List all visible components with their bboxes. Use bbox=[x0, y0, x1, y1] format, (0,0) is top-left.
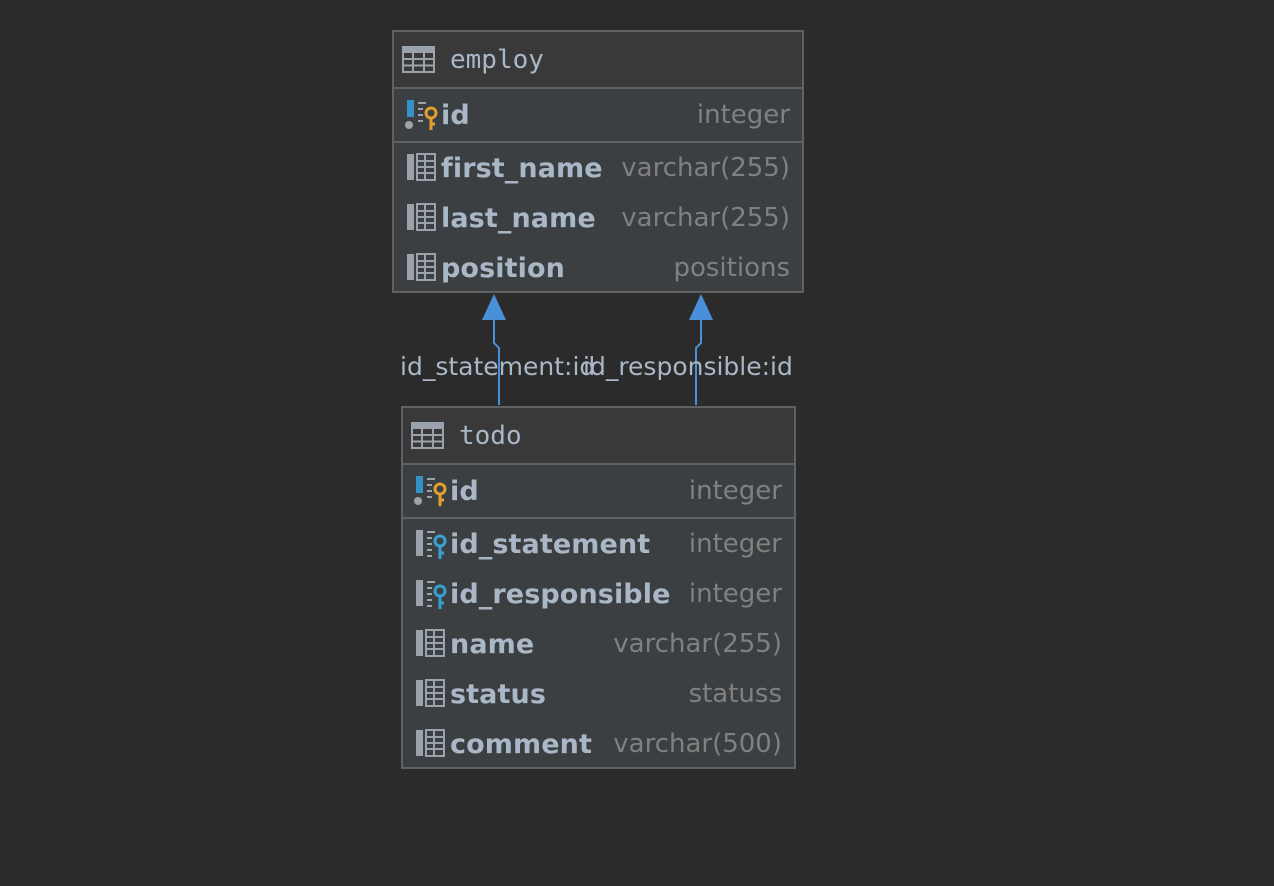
column-name: status bbox=[450, 678, 546, 710]
table-name: todo bbox=[459, 420, 522, 451]
column-icon bbox=[416, 729, 445, 757]
arrowhead-statement bbox=[482, 294, 506, 320]
column-type: statuss bbox=[688, 679, 782, 709]
primary-key-icon bbox=[405, 100, 438, 130]
column-type: varchar(500) bbox=[613, 729, 782, 759]
column-name: id bbox=[441, 99, 470, 131]
table-header[interactable]: employ bbox=[394, 32, 802, 89]
table-todo[interactable]: todo id integer bbox=[401, 406, 796, 769]
primary-key-section: id integer bbox=[403, 465, 794, 519]
column-icon bbox=[407, 153, 436, 181]
column-name: position bbox=[441, 252, 565, 284]
table-header[interactable]: todo bbox=[403, 408, 794, 465]
column-icon bbox=[416, 679, 445, 707]
table-name: employ bbox=[450, 44, 544, 75]
column-name: name bbox=[450, 628, 535, 660]
column-type: varchar(255) bbox=[621, 153, 790, 183]
column-icon bbox=[407, 203, 436, 231]
column-icon bbox=[416, 629, 445, 657]
column-type: integer bbox=[696, 100, 790, 130]
relation-statement-line[interactable] bbox=[482, 294, 506, 405]
column-type: integer bbox=[688, 529, 782, 559]
column-row-id[interactable]: id integer bbox=[403, 465, 794, 517]
column-type: varchar(255) bbox=[621, 203, 790, 233]
arrowhead-responsible bbox=[689, 294, 713, 320]
column-type: integer bbox=[688, 579, 782, 609]
table-icon bbox=[402, 45, 435, 73]
column-icon bbox=[407, 253, 436, 281]
column-type: varchar(255) bbox=[613, 629, 782, 659]
column-row-id[interactable]: id integer bbox=[394, 89, 802, 141]
table-icon bbox=[411, 421, 444, 449]
column-name: last_name bbox=[441, 202, 596, 234]
column-row-first-name[interactable]: first_name varchar(255) bbox=[394, 143, 802, 193]
column-row-last-name[interactable]: last_name varchar(255) bbox=[394, 193, 802, 243]
primary-key-section: id integer bbox=[394, 89, 802, 143]
relation-responsible-line[interactable] bbox=[689, 294, 713, 405]
column-row-name[interactable]: name varchar(255) bbox=[403, 619, 794, 669]
column-name: id_responsible bbox=[450, 578, 671, 610]
column-type: positions bbox=[673, 253, 790, 283]
column-row-id-statement[interactable]: id_statement integer bbox=[403, 519, 794, 569]
foreign-key-icon bbox=[416, 580, 447, 609]
table-employ[interactable]: employ id integer bbox=[392, 30, 804, 293]
column-row-position[interactable]: position positions bbox=[394, 243, 802, 293]
column-type: integer bbox=[688, 476, 782, 506]
column-name: first_name bbox=[441, 152, 603, 184]
primary-key-icon bbox=[414, 476, 447, 506]
column-row-id-responsible[interactable]: id_responsible integer bbox=[403, 569, 794, 619]
column-row-status[interactable]: status statuss bbox=[403, 669, 794, 719]
column-name: comment bbox=[450, 728, 592, 760]
relation-label-responsible: id_responsible:id bbox=[583, 352, 793, 381]
relation-label-statement: id_statement:id bbox=[400, 352, 596, 381]
foreign-key-icon bbox=[416, 530, 447, 559]
column-name: id_statement bbox=[450, 528, 651, 560]
column-name: id bbox=[450, 475, 479, 507]
column-row-comment[interactable]: comment varchar(500) bbox=[403, 719, 794, 769]
